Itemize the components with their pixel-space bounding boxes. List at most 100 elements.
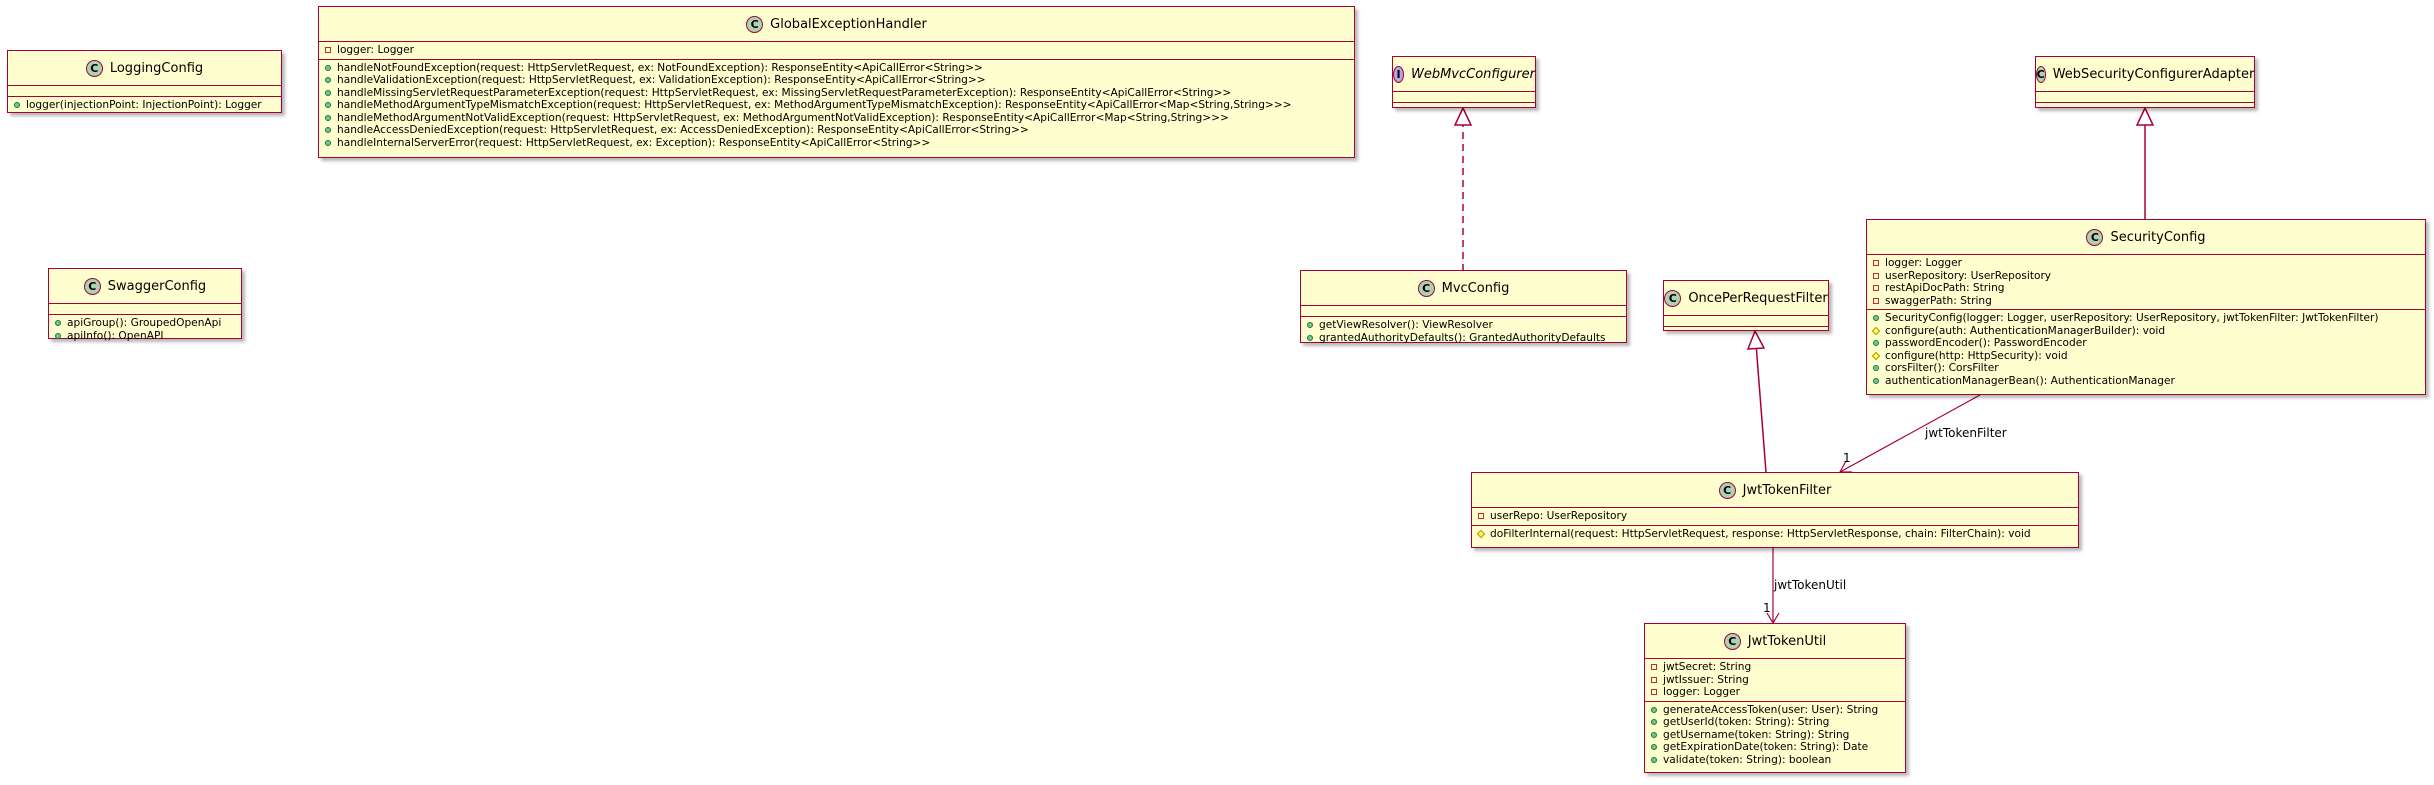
class-header: C WebSecurityConfigurerAdapter: [2035, 57, 2255, 92]
public-visibility-icon: [1307, 322, 1319, 329]
method-row: getViewResolver(): ViewResolver: [1307, 319, 1620, 332]
realization-arrowhead: [1453, 106, 1473, 126]
private-visibility-icon: [1651, 664, 1663, 671]
class-stereotype-icon: C: [2035, 65, 2046, 83]
fields-compartment: [49, 304, 241, 315]
method-signature: SecurityConfig(logger: Logger, userRepos…: [1885, 312, 2379, 325]
class-stereotype-icon: C: [746, 15, 764, 33]
multiplicity-label-util: 1: [1763, 601, 1771, 615]
public-visibility-icon: [325, 127, 337, 134]
relation-label-jwt-token-filter: jwtTokenFilter: [1925, 426, 2007, 440]
class-web-security-configurer-adapter: C WebSecurityConfigurerAdapter: [2035, 56, 2255, 108]
method-row: getUserId(token: String): String: [1651, 716, 1899, 729]
class-stereotype-icon: C: [1723, 632, 1741, 650]
public-visibility-icon: [55, 320, 67, 327]
class-name: JwtTokenUtil: [1747, 633, 1827, 649]
class-header: C GlobalExceptionHandler: [319, 7, 1354, 42]
public-visibility-icon: [1873, 377, 1885, 384]
method-row: handleNotFoundException(request: HttpSer…: [325, 62, 1348, 75]
private-visibility-icon: [1873, 285, 1885, 292]
method-row: handleMethodArgumentTypeMismatchExceptio…: [325, 99, 1348, 112]
field-row: userRepo: UserRepository: [1478, 510, 2072, 523]
field-text: userRepo: UserRepository: [1490, 510, 1628, 523]
class-name: GlobalExceptionHandler: [770, 16, 927, 32]
field-row: restApiDocPath: String: [1873, 282, 2419, 295]
methods-compartment: [2036, 103, 2254, 113]
fields-compartment: [1393, 92, 1535, 103]
class-jwt-token-filter: C JwtTokenFilter userRepo: UserRepository d…: [1471, 472, 2079, 548]
class-name: SecurityConfig: [2110, 229, 2206, 245]
method-signature: handleMethodArgumentNotValidException(re…: [337, 111, 1229, 124]
method-signature: handleNotFoundException(request: HttpSer…: [337, 61, 983, 74]
fields-compartment: userRepo: UserRepository: [1472, 508, 2078, 526]
public-visibility-icon: [325, 114, 337, 121]
fields-compartment: [8, 86, 281, 97]
method-row: apiGroup(): GroupedOpenApi: [55, 317, 235, 330]
field-text: jwtSecret: String: [1663, 661, 1752, 674]
class-stereotype-icon: C: [1664, 289, 1682, 307]
public-visibility-icon: [1651, 744, 1663, 751]
public-visibility-icon: [325, 139, 337, 146]
method-row: passwordEncoder(): PasswordEncoder: [1873, 337, 2419, 350]
inheritance-arrowhead-filter: [1746, 329, 1766, 350]
method-row: apiInfo(): OpenAPI: [55, 330, 235, 343]
field-row: jwtIssuer: String: [1651, 674, 1899, 687]
private-visibility-icon: [1873, 260, 1885, 267]
method-signature: getUserId(token: String): String: [1663, 716, 1830, 729]
class-name: SwaggerConfig: [107, 278, 207, 294]
association-line-filter: [1839, 394, 1981, 473]
field-text: logger: Logger: [1885, 257, 1963, 270]
methods-compartment: doFilterInternal(request: HttpServletReq…: [1472, 526, 2078, 543]
class-name: JwtTokenFilter: [1742, 482, 1832, 498]
method-signature: handleAccessDeniedException(request: Htt…: [337, 124, 1029, 137]
method-row: getUsername(token: String): String: [1651, 729, 1899, 742]
public-visibility-icon: [1651, 731, 1663, 738]
class-stereotype-icon: C: [85, 59, 103, 77]
class-header: C JwtTokenFilter: [1472, 473, 2078, 508]
field-row: logger: Logger: [325, 44, 1348, 57]
field-text: logger: Logger: [337, 44, 415, 57]
protected-visibility-icon: [1871, 351, 1885, 360]
method-signature: handleInternalServerError(request: HttpS…: [337, 136, 931, 149]
private-visibility-icon: [1873, 297, 1885, 304]
public-visibility-icon: [1873, 340, 1885, 347]
method-row: validate(token: String): boolean: [1651, 754, 1899, 767]
class-header: C SwaggerConfig: [49, 269, 241, 304]
public-visibility-icon: [1651, 719, 1663, 726]
public-visibility-icon: [325, 102, 337, 109]
method-signature: configure(http: HttpSecurity): void: [1885, 349, 2068, 362]
class-name: WebMvcConfigurer: [1410, 66, 1535, 82]
class-stereotype-icon: C: [1718, 481, 1736, 499]
method-row: generateAccessToken(user: User): String: [1651, 704, 1899, 717]
protected-visibility-icon: [1476, 529, 1490, 538]
public-visibility-icon: [1873, 365, 1885, 372]
class-name: WebSecurityConfigurerAdapter: [2052, 66, 2255, 82]
methods-compartment: handleNotFoundException(request: HttpSer…: [319, 60, 1354, 152]
multiplicity-label-filter: 1: [1843, 451, 1851, 465]
method-row: configure(auth: AuthenticationManagerBui…: [1871, 325, 2419, 338]
public-visibility-icon: [1873, 315, 1885, 322]
fields-compartment: logger: Logger: [319, 42, 1354, 60]
class-header: C JwtTokenUtil: [1645, 624, 1905, 659]
field-row: userRepository: UserRepository: [1873, 270, 2419, 283]
method-row: corsFilter(): CorsFilter: [1873, 362, 2419, 375]
method-signature: getUsername(token: String): String: [1663, 728, 1850, 741]
public-visibility-icon: [55, 332, 67, 339]
fields-compartment: [2036, 92, 2254, 103]
method-signature: handleMethodArgumentTypeMismatchExceptio…: [337, 99, 1292, 112]
method-row: handleInternalServerError(request: HttpS…: [325, 137, 1348, 150]
public-visibility-icon: [325, 64, 337, 71]
method-row: SecurityConfig(logger: Logger, userRepos…: [1873, 312, 2419, 325]
method-row: handleMissingServletRequestParameterExce…: [325, 87, 1348, 100]
class-stereotype-icon: C: [83, 277, 101, 295]
method-signature: handleMissingServletRequestParameterExce…: [337, 86, 1232, 99]
public-visibility-icon: [1651, 756, 1663, 763]
public-visibility-icon: [1307, 334, 1319, 341]
